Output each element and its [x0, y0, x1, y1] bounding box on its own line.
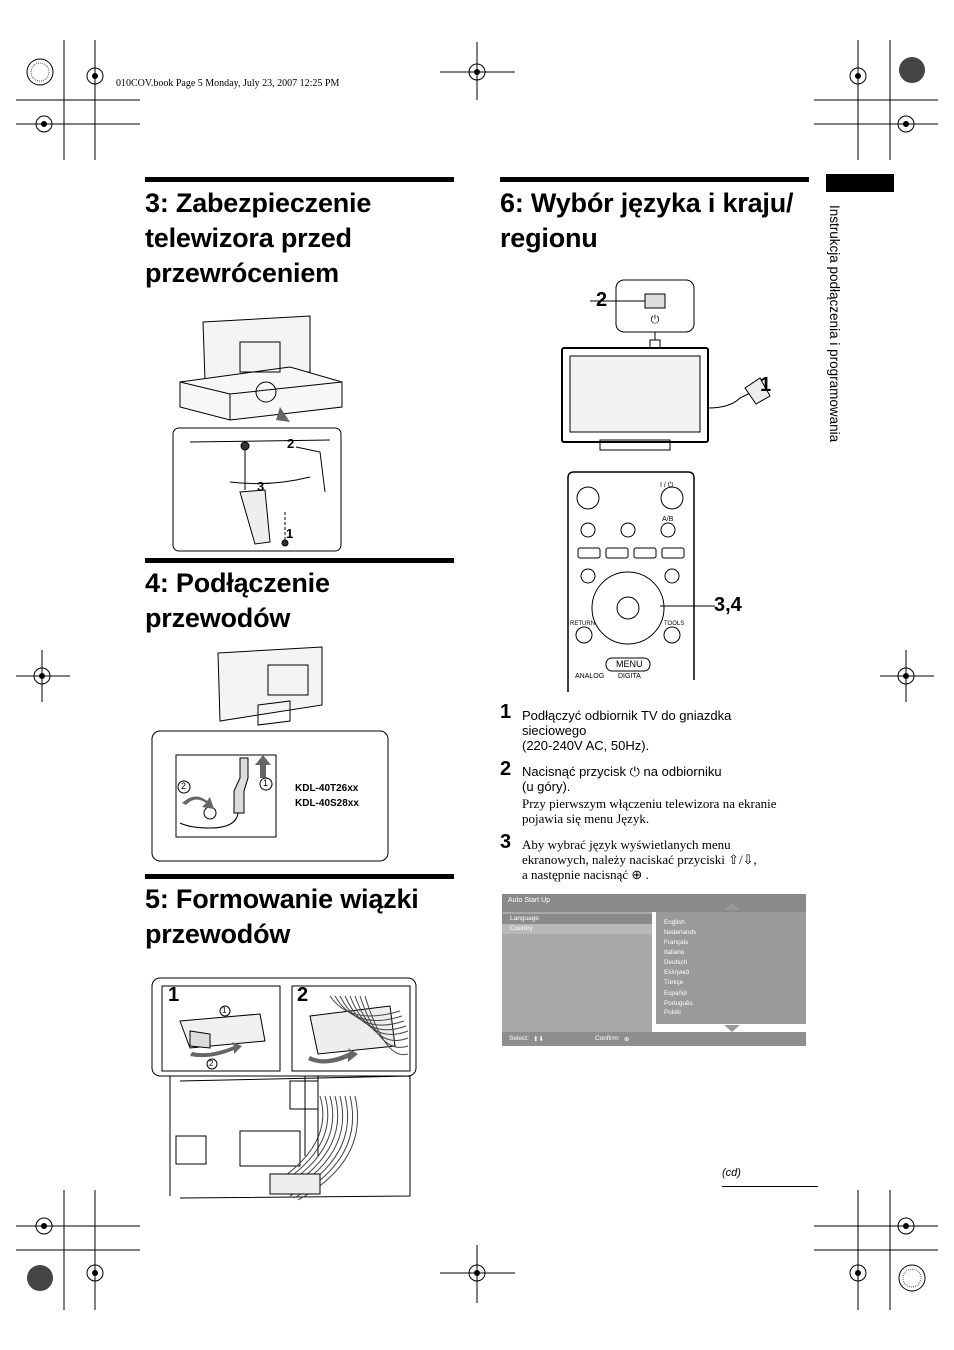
section4-title: 4: Podłączenie przewodów — [145, 566, 330, 636]
remote-analog-label: ANALOG — [575, 673, 605, 680]
section3-callout-1: 1 — [286, 526, 294, 541]
title-line: przewodów — [145, 603, 291, 633]
section4-callout-2: 2 — [181, 781, 187, 791]
menu-item-label: Country — [510, 925, 533, 932]
section6-callout-remote: 3,4 — [714, 594, 742, 616]
section4-callout-1: 1 — [263, 778, 269, 788]
section6-callout-plug: 1 — [760, 374, 772, 396]
title-line: przewróceniem — [145, 258, 339, 288]
section-tab-marker — [826, 174, 894, 192]
svg-text:⏻: ⏻ — [651, 313, 660, 326]
step-line: Podłączyć odbiornik TV do gniazdka — [522, 708, 732, 723]
remote-callout-line — [660, 605, 715, 607]
scroll-up-arrow-icon[interactable] — [724, 903, 740, 910]
select-arrows-icon: ⬆⬇ — [533, 1036, 544, 1043]
remote-menu-button: MENU — [616, 659, 643, 669]
menu-item-label: Language — [510, 915, 539, 922]
scroll-down-arrow-icon[interactable] — [724, 1025, 740, 1032]
remote-tools-label: TOOLS — [664, 621, 685, 627]
section6-title: 6: Wybór języka i kraju/ regionu — [500, 186, 794, 256]
language-option[interactable]: Polski — [664, 1009, 681, 1016]
section3-callout-2: 2 — [287, 436, 295, 451]
tv-stand-securing-illustration — [172, 315, 343, 552]
section3-title: 3: Zabezpieczenie telewizora przed przew… — [145, 186, 371, 291]
model-list: KDL-40T26xx KDL-40S28xx — [295, 781, 359, 811]
title-line: 4: Podłączenie — [145, 568, 330, 598]
section3-callout-3: 3 — [257, 479, 265, 494]
section4-rule — [145, 558, 454, 563]
title-line: przewodów — [145, 919, 291, 949]
section5-rule — [145, 874, 454, 879]
language-list: English Nederlands Français Italiano Deu… — [656, 912, 806, 1024]
step-3-text: Aby wybrać język wyświetlanych menu ekra… — [522, 837, 757, 882]
step-3-number: 3 — [500, 831, 512, 853]
language-option[interactable]: Português — [664, 1000, 693, 1007]
language-option[interactable]: Español — [664, 990, 687, 997]
step-note-line: Przy pierwszym włączeniu telewizora na e… — [522, 796, 777, 811]
step-line: Nacisnąć przycisk ⏻ na odbiorniku — [522, 764, 722, 779]
step-line: ekranowych, należy naciskać przyciski ⇧/… — [522, 852, 757, 867]
menu-title: Auto Start Up — [508, 897, 551, 904]
title-line: 6: Wybór języka i kraju/ — [500, 188, 794, 218]
language-option[interactable]: Nederlands — [664, 929, 697, 936]
step-2-number: 2 — [500, 758, 512, 780]
side-tab-label: Instrukcja podłączenia i programowania — [827, 205, 842, 443]
select-hint: Select: — [509, 1035, 529, 1042]
language-option[interactable]: English — [664, 919, 685, 926]
title-line: 5: Formowanie wiązki — [145, 884, 419, 914]
side-tab: Instrukcja podłączenia i programowania — [824, 205, 844, 545]
remote-control-illustration — [567, 471, 695, 692]
language-option[interactable]: Français — [664, 939, 689, 946]
step-line: Aby wybrać język wyświetlanych menu — [522, 837, 731, 852]
continued-rule — [722, 1186, 818, 1187]
menu-item-country[interactable]: Country — [502, 924, 652, 934]
section5-callout-2: 2 — [209, 1059, 214, 1068]
section6-callout-power: 2 — [596, 289, 608, 311]
remote-return-label: RETURN — [570, 621, 595, 627]
cable-connection-illustration — [151, 646, 389, 862]
remote-power-label: I / ⏻ — [660, 482, 674, 489]
section5-title: 5: Formowanie wiązki przewodów — [145, 882, 419, 952]
remote-ab-label: A/B — [662, 516, 674, 523]
tv-power-illustration: ⏻ — [561, 279, 771, 451]
section5-panel-1-label: 1 — [168, 984, 180, 1006]
remote-digital-label: DIGITA — [618, 673, 641, 680]
auto-start-up-screen: Auto Start Up Language Country English N… — [502, 894, 806, 1046]
section5-panel-2-label: 2 — [297, 984, 309, 1006]
step-line: a następnie nacisnąć ⊕ . — [522, 867, 649, 882]
title-line: telewizora przed — [145, 223, 352, 253]
step-2-text: Nacisnąć przycisk ⏻ na odbiorniku (u gór… — [522, 764, 776, 826]
model-name: KDL-40T26xx — [295, 783, 359, 794]
menu-item-language[interactable]: Language — [502, 914, 652, 924]
step-line: (220-240V AC, 50Hz). — [522, 738, 650, 753]
section3-rule — [145, 177, 454, 182]
model-name: KDL-40S28xx — [295, 798, 359, 809]
confirm-button-icon: ⊕ — [624, 1036, 630, 1043]
step-line: (u góry). — [522, 779, 571, 794]
section6-rule — [500, 177, 809, 182]
continued-label: (cd) — [722, 1167, 741, 1179]
step-1-text: Podłączyć odbiornik TV do gniazdka sieci… — [522, 708, 731, 753]
step-line: sieciowego — [522, 723, 587, 738]
language-option[interactable]: Türkçe — [664, 979, 684, 986]
language-option[interactable]: Deutsch — [664, 959, 688, 966]
menu-left-panel: Language Country — [502, 912, 652, 1032]
book-info-header: 010COV.book Page 5 Monday, July 23, 2007… — [116, 78, 340, 89]
confirm-hint: Confirm: — [595, 1035, 620, 1042]
menu-title-bar: Auto Start Up — [502, 894, 806, 912]
step-note-line: pojawia się menu Język. — [522, 811, 650, 826]
menu-bottom-bar: Select: ⬆⬇ Confirm: ⊕ — [502, 1032, 806, 1046]
step-1-number: 1 — [500, 701, 512, 723]
language-option[interactable]: Italiano — [664, 949, 685, 956]
section5-callout-1: 1 — [222, 1006, 227, 1015]
title-line: 3: Zabezpieczenie — [145, 188, 372, 218]
language-option[interactable]: Ελληνικά — [664, 969, 690, 976]
cable-bundling-illustration — [151, 977, 417, 1201]
title-line: regionu — [500, 223, 598, 253]
